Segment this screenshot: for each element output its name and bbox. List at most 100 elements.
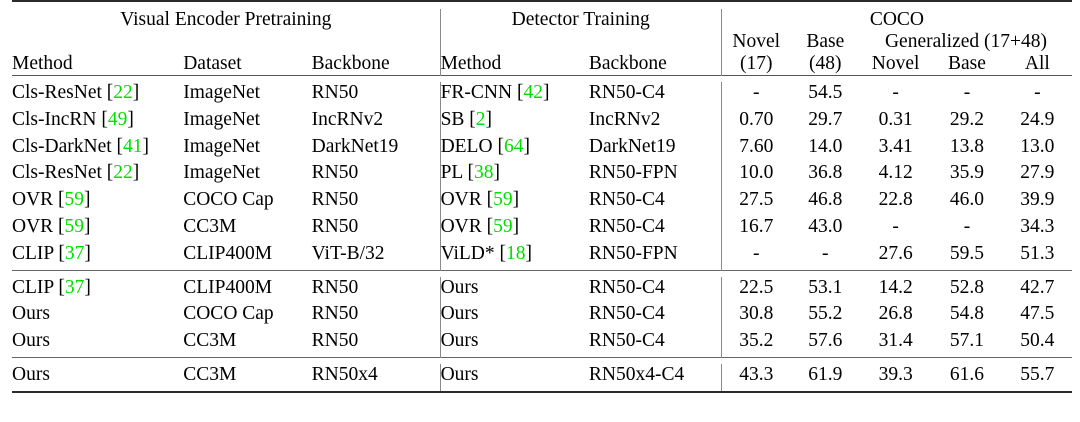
- cell-ve-dataset: CC3M: [183, 215, 237, 237]
- cell-ve-backbone: RN50: [311, 162, 359, 184]
- cell-base-48: -: [822, 242, 829, 264]
- cell-novel-17: -: [720, 242, 791, 271]
- cell-ve-backbone: RN50: [311, 215, 359, 237]
- cell-gen-base: 29.2: [949, 108, 985, 130]
- cell-novel-17: 27.5: [720, 189, 791, 216]
- citation-number: 22: [113, 82, 133, 103]
- cell-ve-method: Ours: [12, 303, 50, 325]
- column-header-ve-method: Method: [12, 53, 73, 74]
- citation-number: 59: [493, 215, 513, 237]
- column-header-dt-method: Method: [439, 53, 589, 76]
- cell-base-48: 36.8: [808, 162, 843, 184]
- cell-base-48: 54.5: [808, 82, 843, 103]
- cell-ve-backbone: ViT-B/32: [311, 242, 385, 264]
- cell-ve-backbone: RN50: [311, 82, 359, 103]
- cell-dt-backbone: RN50-C4: [588, 189, 665, 211]
- cell-ve-dataset: ImageNet: [183, 162, 261, 184]
- cell-gen-base: 61.6: [949, 363, 985, 385]
- column-header-ve-dataset: Dataset: [183, 53, 242, 74]
- citation-number: 42: [523, 82, 543, 103]
- citation-number: 37: [64, 276, 85, 298]
- cell-dt-method: FR-CNN [42]: [439, 82, 589, 109]
- cell-ve-dataset: CLIP400M: [183, 242, 273, 264]
- cell-dt-backbone: RN50-C4: [588, 215, 665, 237]
- cell-dt-backbone: RN50-FPN: [588, 242, 678, 264]
- column-header-gen-novel: Novel: [871, 53, 920, 74]
- cell-dt-backbone: DarkNet19: [588, 135, 676, 157]
- citation-number: 41: [123, 135, 143, 157]
- cell-ve-backbone: IncRNv2: [311, 108, 384, 130]
- cell-ve-dataset: COCO Cap: [183, 189, 274, 211]
- cell-gen-novel: 31.4: [878, 330, 913, 352]
- section-separator-rule-2: [12, 357, 1072, 364]
- cell-dt-method: Ours: [439, 303, 589, 331]
- cell-dt-method: OVR [59]: [439, 189, 589, 216]
- citation-number: 59: [493, 189, 513, 211]
- column-header-novel-top: Novel: [720, 31, 791, 53]
- cell-ve-method: CLIP [37]: [12, 276, 91, 298]
- cell-ve-method: CLIP [37]: [12, 242, 91, 264]
- cell-ve-method: OVR [59]: [12, 189, 91, 211]
- rule-line: [12, 357, 1072, 364]
- cell-gen-all: 13.0: [1020, 135, 1055, 157]
- column-header-gen-base: Base: [948, 53, 986, 74]
- cell-novel-17: 43.3: [720, 363, 791, 392]
- cell-novel-17: 7.60: [720, 135, 791, 163]
- citation-number: 22: [113, 162, 133, 184]
- spacer-dt-backbone: [589, 31, 722, 53]
- cell-gen-base: 13.8: [949, 135, 985, 157]
- cell-base-48: 43.0: [808, 215, 843, 237]
- table-top-rule: [12, 0, 1072, 9]
- cell-novel-17: 22.5: [720, 276, 791, 304]
- table-bottom-rule: [12, 390, 1072, 399]
- cell-ve-dataset: COCO Cap: [183, 303, 274, 325]
- column-header-ve-backbone: Backbone: [311, 53, 390, 74]
- cell-dt-backbone: IncRNv2: [588, 108, 661, 130]
- cell-gen-base: 54.8: [949, 303, 985, 325]
- cell-gen-novel: 3.41: [878, 135, 913, 157]
- column-header-base-top: Base: [806, 31, 845, 52]
- cell-base-48: 57.6: [808, 330, 843, 352]
- cell-gen-novel: 22.8: [878, 189, 913, 211]
- cell-gen-all: 47.5: [1020, 303, 1055, 325]
- cell-dt-backbone: RN50-C4: [588, 276, 665, 298]
- cell-ve-dataset: CLIP400M: [183, 276, 273, 298]
- cell-novel-17: 16.7: [720, 215, 791, 243]
- cell-gen-base: 57.1: [949, 330, 985, 352]
- spacer-ve-dataset: [183, 31, 311, 53]
- cell-gen-all: 42.7: [1020, 276, 1055, 298]
- rule-line: [12, 269, 1072, 277]
- cell-dt-method: Ours: [439, 276, 589, 304]
- cell-gen-novel: 26.8: [878, 303, 913, 325]
- group-header-detector-training: Detector Training: [439, 9, 722, 31]
- citation-number: 37: [64, 242, 85, 264]
- cell-ve-method: Ours: [12, 330, 50, 352]
- cell-gen-base: 59.5: [949, 242, 985, 264]
- cell-gen-base: 46.0: [949, 189, 985, 211]
- cell-novel-17: 10.0: [720, 162, 791, 190]
- cell-ve-backbone: DarkNet19: [311, 135, 399, 157]
- cell-dt-backbone: RN50-C4: [588, 82, 665, 103]
- cell-base-48: 61.9: [808, 363, 843, 385]
- cell-ve-backbone: RN50: [311, 303, 359, 325]
- cell-gen-all: 55.7: [1020, 363, 1055, 385]
- citation-number: 2: [475, 108, 486, 130]
- cell-ve-backbone: RN50: [311, 189, 359, 211]
- cell-ve-dataset: ImageNet: [183, 82, 261, 103]
- cell-gen-novel: 0.31: [878, 108, 913, 130]
- column-header-base-48: (48): [809, 53, 842, 74]
- rule-line: [12, 0, 1072, 9]
- cell-gen-all: 51.3: [1020, 242, 1055, 264]
- cell-ve-method: OVR [59]: [12, 215, 91, 237]
- cell-gen-base: -: [963, 82, 971, 103]
- cell-ve-method: Ours: [12, 363, 50, 385]
